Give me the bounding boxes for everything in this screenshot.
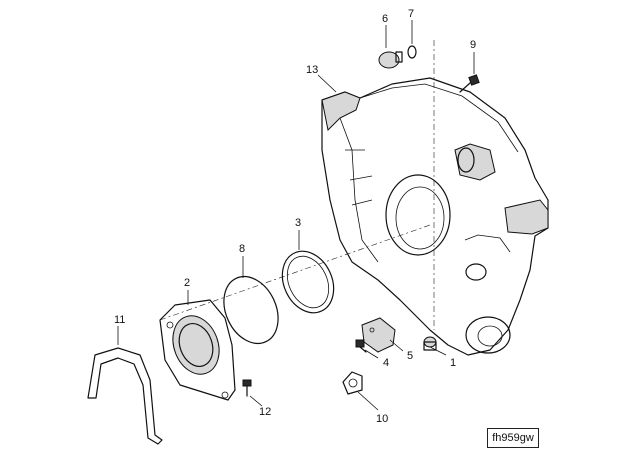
- carrier-capscrew: [242, 379, 252, 397]
- callout-3: 3: [295, 217, 301, 229]
- leader-lines: [117, 20, 475, 411]
- callout-13: 13: [306, 64, 318, 76]
- callout-7: 7: [408, 8, 414, 20]
- rear-seal-carrier: [159, 299, 236, 401]
- flywheel-housing: [321, 77, 549, 356]
- dowel-pin: [423, 336, 437, 351]
- o-ring-small: [407, 45, 417, 59]
- callout-8: 8: [239, 243, 245, 255]
- callout-6: 6: [382, 13, 388, 25]
- housing-capscrew: [459, 74, 480, 93]
- cover-capscrew: [355, 339, 367, 353]
- rear-crankshaft-seal: [281, 250, 335, 314]
- figure-id-label: fh959gw: [487, 428, 539, 448]
- callout-2: 2: [184, 277, 190, 289]
- callout-12: 12: [259, 406, 271, 418]
- carrier-gasket: [87, 347, 163, 445]
- access-cover: [361, 317, 396, 353]
- callout-1: 1: [450, 357, 456, 369]
- callout-labels: 1 2 3 4 5 6 7 8 9 10 11 12 13: [114, 8, 476, 425]
- callout-11: 11: [114, 314, 125, 326]
- o-ring-large: [223, 275, 279, 345]
- callout-10: 10: [376, 413, 388, 425]
- callout-9: 9: [470, 39, 476, 51]
- callout-4: 4: [383, 357, 389, 369]
- lifting-bracket: [342, 371, 363, 395]
- pipe-plug: [378, 51, 403, 69]
- alignment-lines: [159, 40, 435, 330]
- callout-5: 5: [407, 350, 413, 362]
